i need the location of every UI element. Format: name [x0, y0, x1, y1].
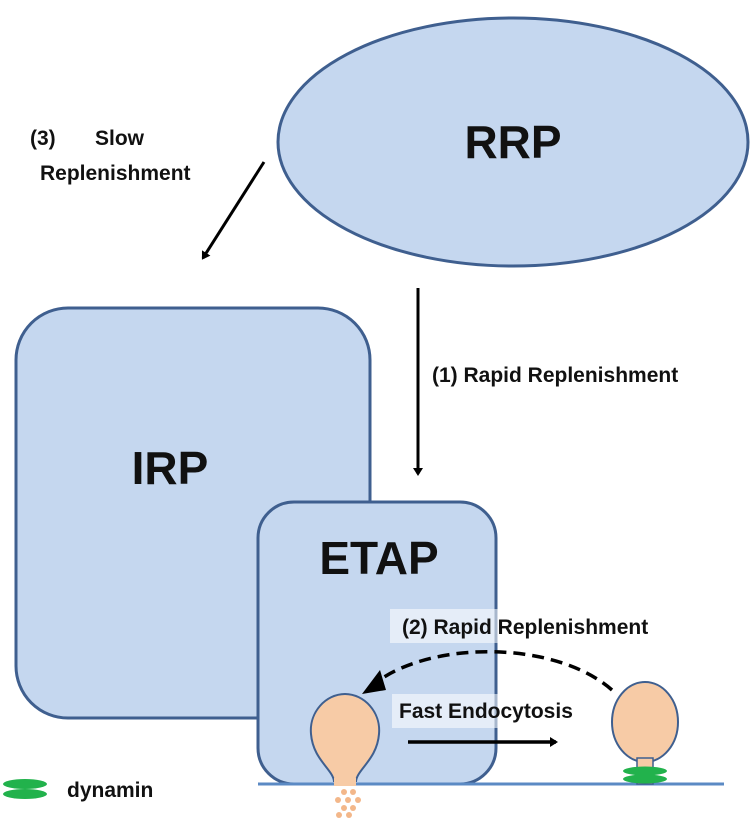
fusion-pore [334, 778, 356, 786]
rapid-replenishment-2-backing [390, 609, 690, 643]
rapid-replenishment-1-label: (1) Rapid Replenishment [432, 364, 678, 387]
slow-replenishment-number: (3) [30, 127, 56, 150]
rapid-replenishment-2-arrowhead [362, 670, 386, 694]
dynamin-legend-icon [3, 779, 47, 799]
slow-replenishment-arrow [201, 161, 266, 260]
released-transmitter [335, 789, 361, 818]
dynamin-collar [623, 766, 667, 784]
fast-endocytosis-backing [392, 694, 592, 728]
rrp-label: RRP [464, 116, 561, 168]
rapid-replenishment-2-arrow [372, 649, 614, 692]
slow-replenishment-label: Replenishment [40, 162, 191, 185]
fast-endocytosis-label: Fast Endocytosis [399, 700, 573, 723]
endocytic-vesicle [611, 681, 679, 763]
etap-label: ETAP [319, 532, 438, 584]
dynamin-legend-label: dynamin [67, 779, 153, 802]
rapid-replenishment-2-label: (2) Rapid Replenishment [402, 616, 648, 639]
slow-replenishment-word: Slow [95, 127, 145, 150]
fusing-vesicle [309, 692, 381, 783]
rrp-pool [276, 16, 750, 268]
irp-label: IRP [132, 442, 209, 494]
